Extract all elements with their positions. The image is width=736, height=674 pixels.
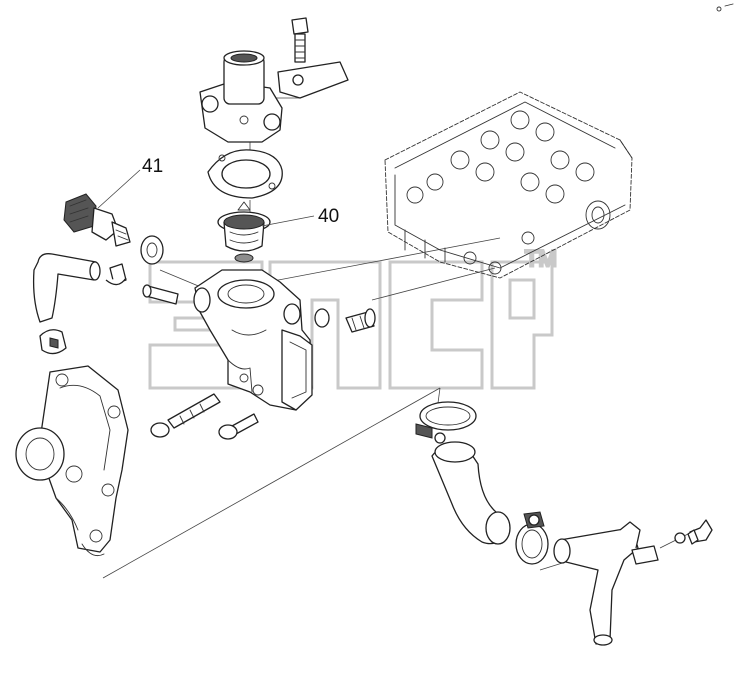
water-pump xyxy=(15,365,129,557)
bracket-plate xyxy=(277,61,349,99)
long-bolt xyxy=(150,393,221,438)
radiator-hose xyxy=(431,441,511,545)
small-pipe xyxy=(142,284,179,305)
alignment-lines xyxy=(102,97,701,579)
callout-40-leader xyxy=(261,215,315,227)
sensor-washer xyxy=(140,235,164,265)
watermark-letter-4 xyxy=(490,260,554,390)
thermostat xyxy=(217,201,271,263)
thermostat-housing xyxy=(193,269,313,411)
callout-40: 40 xyxy=(261,206,339,227)
callout-41: 41 xyxy=(97,156,163,209)
watermark-letter-3 xyxy=(388,260,484,390)
watermark-trademark: TM xyxy=(525,246,557,271)
cylinder-head xyxy=(384,3,734,279)
temperature-sensor xyxy=(63,193,131,247)
water-pipe xyxy=(553,521,659,646)
housing-nipple xyxy=(345,308,376,333)
hose-clamp-upper xyxy=(415,401,477,444)
top-bolt xyxy=(291,17,309,63)
callout-41-leader xyxy=(97,169,141,209)
short-bolt xyxy=(218,413,259,440)
callout-40-label: 40 xyxy=(318,206,339,227)
hose-clamp-small xyxy=(39,329,67,355)
callout-41-label: 41 xyxy=(142,156,163,177)
gasket xyxy=(207,149,283,199)
housing-plug xyxy=(314,308,330,328)
pipe-bolt xyxy=(674,519,713,545)
hose-clamp-lower xyxy=(515,511,549,565)
thermostat-cover xyxy=(199,50,283,143)
bypass-hose xyxy=(32,253,127,323)
